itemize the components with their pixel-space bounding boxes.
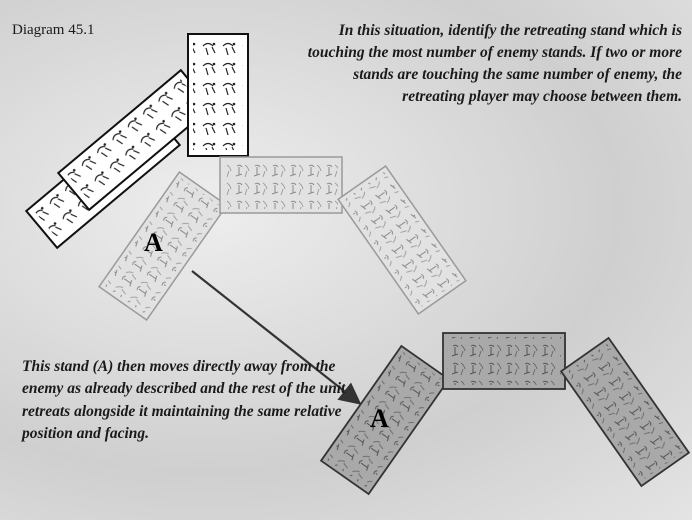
retreating-stand-right-after: [561, 338, 689, 486]
retreating-stand-centre-after: [443, 333, 565, 389]
diagram-title: Diagram 45.1: [12, 22, 94, 39]
stand-label-a-after: A: [370, 404, 389, 434]
retreating-stand-centre-before: [220, 157, 342, 213]
stand-label-a-before: A: [144, 228, 163, 258]
outro-note: This stand (A) then moves directly away …: [22, 356, 352, 446]
enemy-stand-infantry: [188, 34, 248, 156]
intro-note: In this situation, identify the retreati…: [292, 20, 682, 108]
retreating-stand-right-before: [338, 166, 466, 314]
